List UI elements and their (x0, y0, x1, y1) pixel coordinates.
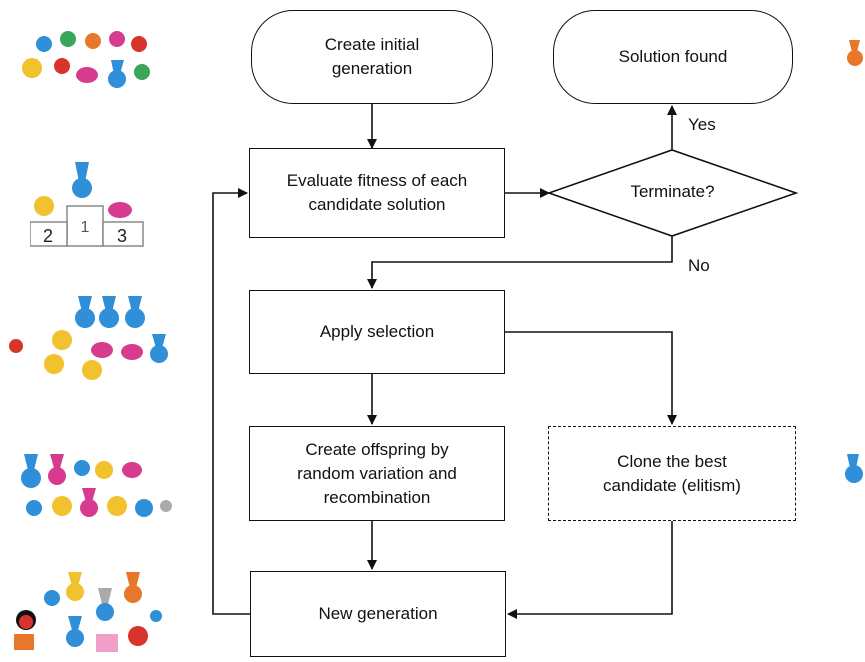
mascot-blob (14, 634, 34, 650)
create-offspring-node: Create offspring by random variation and… (249, 426, 505, 521)
mascot-blob (66, 583, 84, 601)
solution-found-node: Solution found (553, 10, 793, 104)
mascot-blob (96, 603, 114, 621)
yes-label: Yes (688, 115, 716, 134)
mascot-blob (124, 585, 142, 603)
mascot-blob (131, 36, 147, 52)
mascot-blob (74, 460, 90, 476)
mascot-ears (68, 572, 82, 586)
mascot-blob (95, 461, 113, 479)
mascot-blob (125, 308, 145, 328)
mascot-blob (82, 360, 102, 380)
arrow-loop-to-evaluate (212, 188, 250, 615)
mascot-blob (48, 467, 66, 485)
start-node-label: Create initial generation (324, 35, 420, 78)
mascot-ears (126, 572, 140, 588)
right-edge-mascot-bottom (845, 454, 863, 483)
mascot-ears (68, 616, 82, 630)
podium-first-label: 1 (81, 219, 90, 236)
podium-illustration: 1 2 3 (30, 162, 144, 247)
mascot-blob (150, 610, 162, 622)
mascot-blob (66, 629, 84, 647)
arrow-selection-to-elitism (505, 331, 677, 425)
new-generation-label: New generation (318, 604, 438, 623)
mascot-blob (150, 345, 168, 363)
no-label: No (688, 256, 710, 275)
mascot-blob (9, 339, 23, 353)
podium-third (102, 221, 144, 247)
elitism-label: Clone the best candidate (elitism) (603, 451, 741, 495)
mascot-blob (135, 499, 153, 517)
new-generation-illustration (14, 572, 162, 652)
mascot-blob (107, 496, 127, 516)
mascot-blob (26, 500, 42, 516)
mascot-blob (19, 615, 33, 629)
evaluate-fitness-node: Evaluate fitness of each candidate solut… (249, 148, 505, 238)
mascot-blob (96, 634, 118, 652)
elitism-node: Clone the best candidate (elitism) (548, 426, 796, 521)
arrow-terminate-to-selection (367, 236, 673, 289)
mascot-blob (134, 64, 150, 80)
podium-second (30, 221, 68, 247)
mascot-blob (99, 308, 119, 328)
mascot-blob (122, 462, 142, 478)
offspring-illustration (21, 454, 172, 517)
arrow-elitism-to-new-generation (507, 521, 673, 619)
selection-illustration (9, 296, 168, 380)
mascot-blob (34, 196, 54, 216)
mascot-blob (22, 58, 42, 78)
mascot-blob (80, 499, 98, 517)
mascot-ears (75, 162, 89, 182)
start-node: Create initial generation (251, 10, 493, 104)
create-offspring-label: Create offspring by random variation and… (297, 439, 457, 507)
terminate-label: Terminate? (630, 182, 715, 201)
mascot-blob (44, 354, 64, 374)
mascot-ears (78, 296, 92, 312)
mascot-blob (121, 344, 143, 360)
mascot-blob (85, 33, 101, 49)
mascot-ears (102, 296, 116, 312)
mascot-blob (21, 468, 41, 488)
mascot-blob (44, 590, 60, 606)
mascot-ears (98, 588, 112, 604)
mascot-blob (54, 58, 70, 74)
mascot-ears (82, 488, 96, 502)
mascot-ears (152, 334, 166, 348)
initial-population-illustration (22, 31, 150, 88)
right-edge-mascot-top (847, 40, 863, 66)
mascot-blob (109, 31, 125, 47)
mascot-blob (160, 500, 172, 512)
mascot-blob (128, 626, 148, 646)
terminate-diamond (546, 149, 799, 237)
mascot-blob (52, 496, 72, 516)
mascot-blob (108, 202, 132, 218)
apply-selection-node: Apply selection (249, 290, 505, 374)
evaluate-fitness-label: Evaluate fitness of each candidate solut… (286, 171, 468, 214)
mascot-blob (52, 330, 72, 350)
mascot-blob (60, 31, 76, 47)
mascot-blob (108, 70, 126, 88)
podium-third-label: 3 (117, 226, 127, 246)
mascot-blob (76, 67, 98, 83)
mascot-blob (75, 308, 95, 328)
apply-selection-label: Apply selection (319, 322, 435, 341)
mascot-blob (91, 342, 113, 358)
podium-second-label: 2 (43, 226, 53, 246)
mascot-blob (36, 36, 52, 52)
new-generation-node: New generation (250, 571, 506, 657)
mascot-ears (50, 454, 64, 468)
mascot-blob (72, 178, 92, 198)
mascot-ears (24, 454, 38, 470)
mascot-ears (128, 296, 142, 312)
solution-found-label: Solution found (618, 47, 728, 66)
